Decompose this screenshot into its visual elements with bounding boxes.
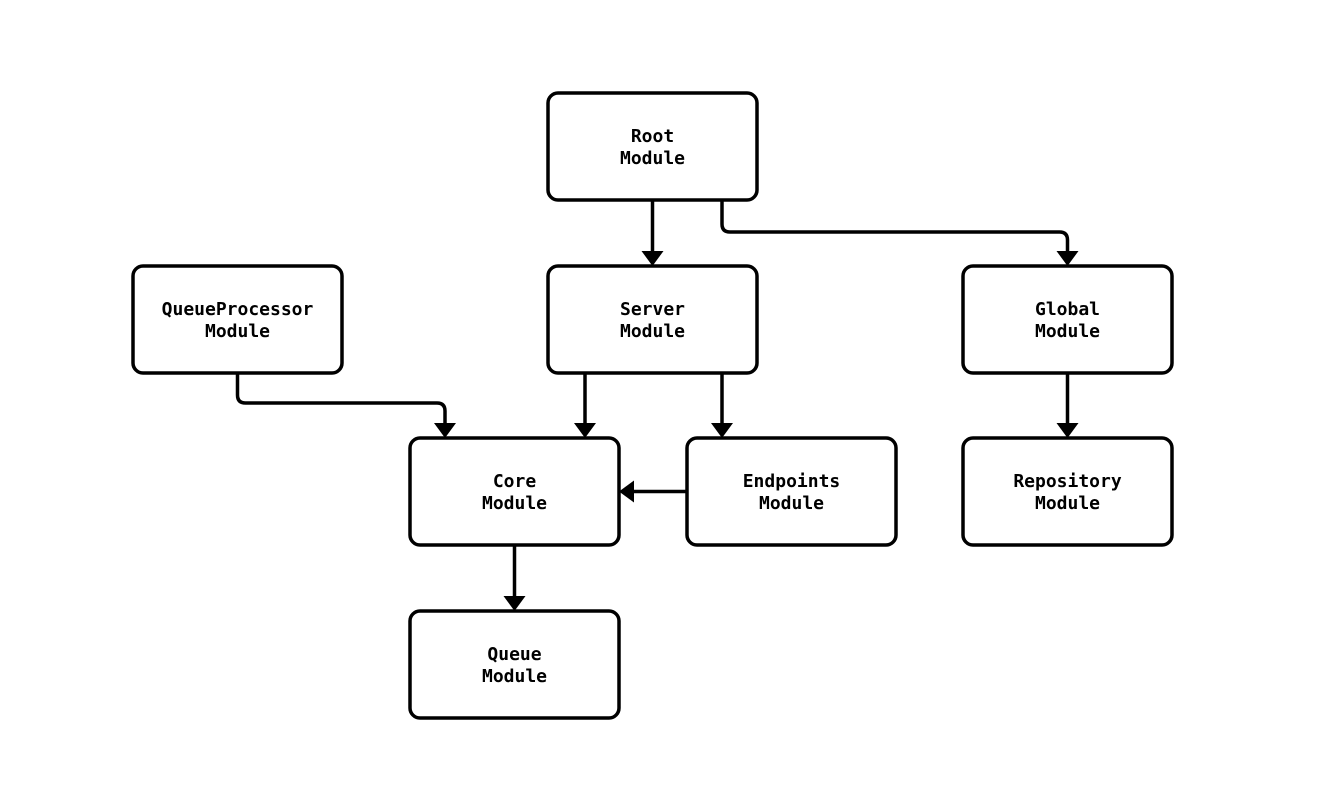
arrowhead-down-icon [641,251,664,266]
node-repository-module-label-line1: Repository [1013,471,1122,492]
node-core-module-label-line1: Core [493,471,537,492]
arrowhead-left-icon [619,480,634,503]
node-endpoints-module: Endpoints Module [685,436,898,547]
arrowhead-down-icon [574,423,596,438]
node-core-module-box [408,436,621,547]
node-endpoints-module-label-line1: Endpoints [743,471,841,492]
node-repository-module: Repository Module [961,436,1174,547]
edge-core-module-to-queue-module [503,545,526,611]
node-server-module-box [546,264,759,375]
node-global-module-label-line2: Module [1035,321,1100,342]
node-server-module-label-line2: Module [620,321,685,342]
edge-line [235,373,447,424]
node-global-module-box [961,264,1174,375]
node-core-module-label-line2: Module [482,493,547,514]
edge-global-module-to-repository-module [1056,373,1079,438]
node-queueprocessor-module-label-line2: Module [205,321,270,342]
edge-server-module-to-endpoints-module [711,373,733,438]
edge-endpoints-module-to-core-module [619,480,687,503]
node-queue-module-label-line2: Module [482,666,547,687]
node-core-module: Core Module [408,436,621,547]
node-root-module-label-line2: Module [620,148,685,169]
node-root-module: Root Module [546,91,759,202]
arrowhead-down-icon [1056,423,1079,438]
node-root-module-label-line1: Root [631,126,674,147]
node-global-module: Global Module [961,264,1174,375]
node-endpoints-module-box [685,436,898,547]
node-server-module-label-line1: Server [620,299,685,320]
node-repository-module-box [961,436,1174,547]
edge-line [720,200,1070,252]
node-server-module: Server Module [546,264,759,375]
node-queueprocessor-module-box [131,264,344,375]
arrowhead-down-icon [503,596,526,611]
arrowhead-down-icon [711,423,733,438]
node-root-module-box [546,91,759,202]
edge-root-module-to-server-module [641,200,664,266]
arrowhead-down-icon [1056,251,1079,266]
edge-root-module-to-global-module [720,200,1079,266]
edge-queueprocessor-module-to-core-module [235,373,456,438]
node-endpoints-module-label-line2: Module [759,493,824,514]
node-repository-module-label-line2: Module [1035,493,1100,514]
node-queue-module-box [408,609,621,720]
node-queue-module-label-line1: Queue [487,644,541,665]
node-queueprocessor-module-label-line1: QueueProcessor [162,299,314,320]
node-queue-module: Queue Module [408,609,621,720]
arrowhead-down-icon [434,423,456,438]
edge-server-module-to-core-module [574,373,596,438]
node-global-module-label-line1: Global [1035,299,1100,320]
node-queueprocessor-module: QueueProcessor Module [131,264,344,375]
